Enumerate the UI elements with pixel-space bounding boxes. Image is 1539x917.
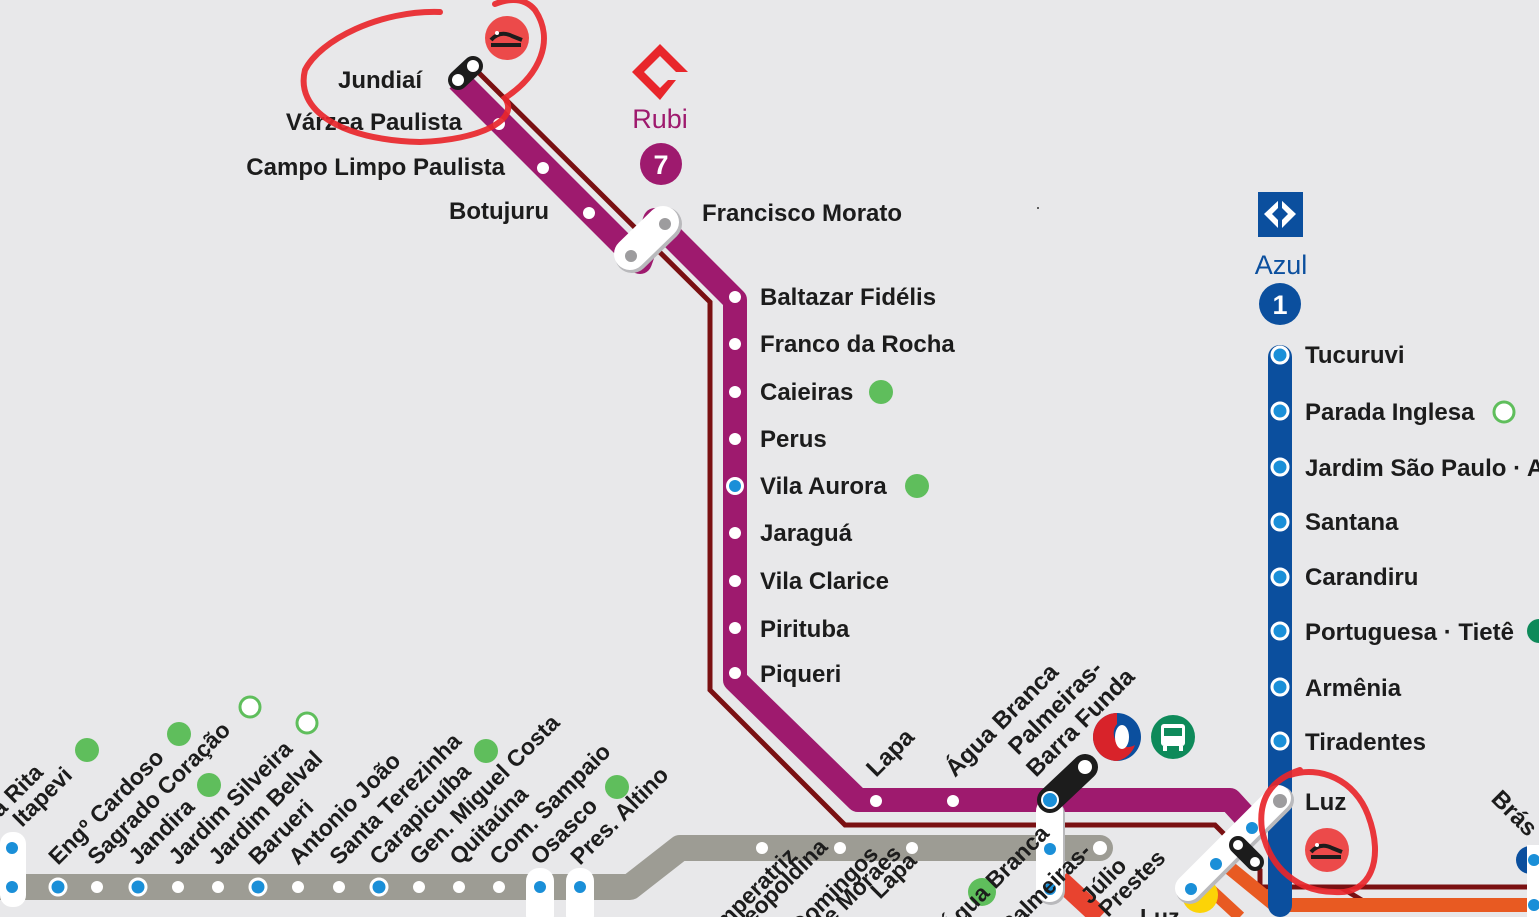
station-label-luz[interactable]: Luz bbox=[1305, 789, 1346, 816]
green-dots bbox=[75, 380, 1539, 906]
rubi-line bbox=[449, 71, 1271, 844]
station-label-jaragua[interactable]: Jaraguá bbox=[760, 520, 853, 547]
station-label-tucuruvi[interactable]: Tucuruvi bbox=[1305, 342, 1405, 369]
train-icon bbox=[485, 16, 529, 60]
station-label-tiradentes[interactable]: Tiradentes bbox=[1305, 729, 1426, 756]
station-label-baltazar-fidelis[interactable]: Baltazar Fidélis bbox=[760, 284, 936, 311]
station-label-piqueri[interactable]: Piqueri bbox=[760, 661, 841, 688]
francisco-morato-connector[interactable] bbox=[614, 206, 682, 273]
bus-icon bbox=[1151, 715, 1195, 759]
rubi-number: 7 bbox=[653, 150, 668, 180]
rubi-stations bbox=[493, 118, 959, 807]
azul-number: 1 bbox=[1272, 290, 1287, 320]
train-icon bbox=[1305, 828, 1349, 872]
azul-number-badge bbox=[1259, 283, 1301, 325]
station-label-santana[interactable]: Santana bbox=[1305, 509, 1399, 536]
station-label-carandiru[interactable]: Carandiru bbox=[1305, 564, 1418, 591]
station-label-jundiai[interactable]: Jundiaí bbox=[338, 67, 423, 94]
rubi-line-name: Rubi bbox=[632, 104, 688, 134]
station-label-parada-inglesa[interactable]: Parada Inglesa bbox=[1305, 399, 1475, 426]
barra-funda-connector[interactable] bbox=[1036, 754, 1098, 905]
station-label-perus[interactable]: Perus bbox=[760, 426, 827, 453]
station-label-botujuru[interactable]: Botujuru bbox=[449, 198, 549, 225]
metro-logo-icon bbox=[1258, 192, 1303, 237]
station-label-vila-aurora[interactable]: Vila Aurora bbox=[760, 473, 887, 500]
station-label-campo-limpo-paulista[interactable]: Campo Limpo Paulista bbox=[246, 154, 505, 181]
cptm-logo-icon bbox=[632, 44, 688, 100]
station-label-jardim-sao-paulo[interactable]: Jardim São Paulo · A bbox=[1305, 455, 1539, 482]
station-label-pirituba[interactable]: Pirituba bbox=[760, 616, 850, 643]
station-label-caieiras[interactable]: Caieiras bbox=[760, 379, 853, 406]
annotation-circle-luz bbox=[1258, 767, 1378, 896]
jundiai-connector[interactable] bbox=[448, 56, 483, 90]
rubi-number-badge bbox=[640, 143, 682, 185]
station-label-franco-da-rocha[interactable]: Franco da Rocha bbox=[760, 331, 955, 358]
gray-line-stations bbox=[0, 832, 1107, 917]
station-label-portuguesa-tiete[interactable]: Portuguesa · Tietê bbox=[1305, 619, 1514, 646]
station-label-armenia[interactable]: Armênia bbox=[1305, 675, 1402, 702]
station-label-vila-clarice[interactable]: Vila Clarice bbox=[760, 568, 889, 595]
station-label-luz-bottom[interactable]: Luz bbox=[1140, 904, 1180, 917]
station-label-bras[interactable]: Brás bbox=[1486, 785, 1539, 842]
station-label-francisco-morato[interactable]: Francisco Morato bbox=[702, 200, 902, 227]
azul-stations bbox=[1270, 345, 1290, 751]
station-label-lapa[interactable]: Lapa bbox=[861, 723, 920, 782]
bras-partial bbox=[1516, 845, 1539, 917]
station-label-varzea-paulista[interactable]: Várzea Paulista bbox=[286, 109, 463, 136]
azul-line-name: Azul bbox=[1255, 250, 1308, 280]
integration-icon bbox=[1093, 713, 1141, 761]
annotation-circle-jundiai bbox=[300, 0, 547, 146]
cptm-gray-line bbox=[0, 835, 1113, 900]
